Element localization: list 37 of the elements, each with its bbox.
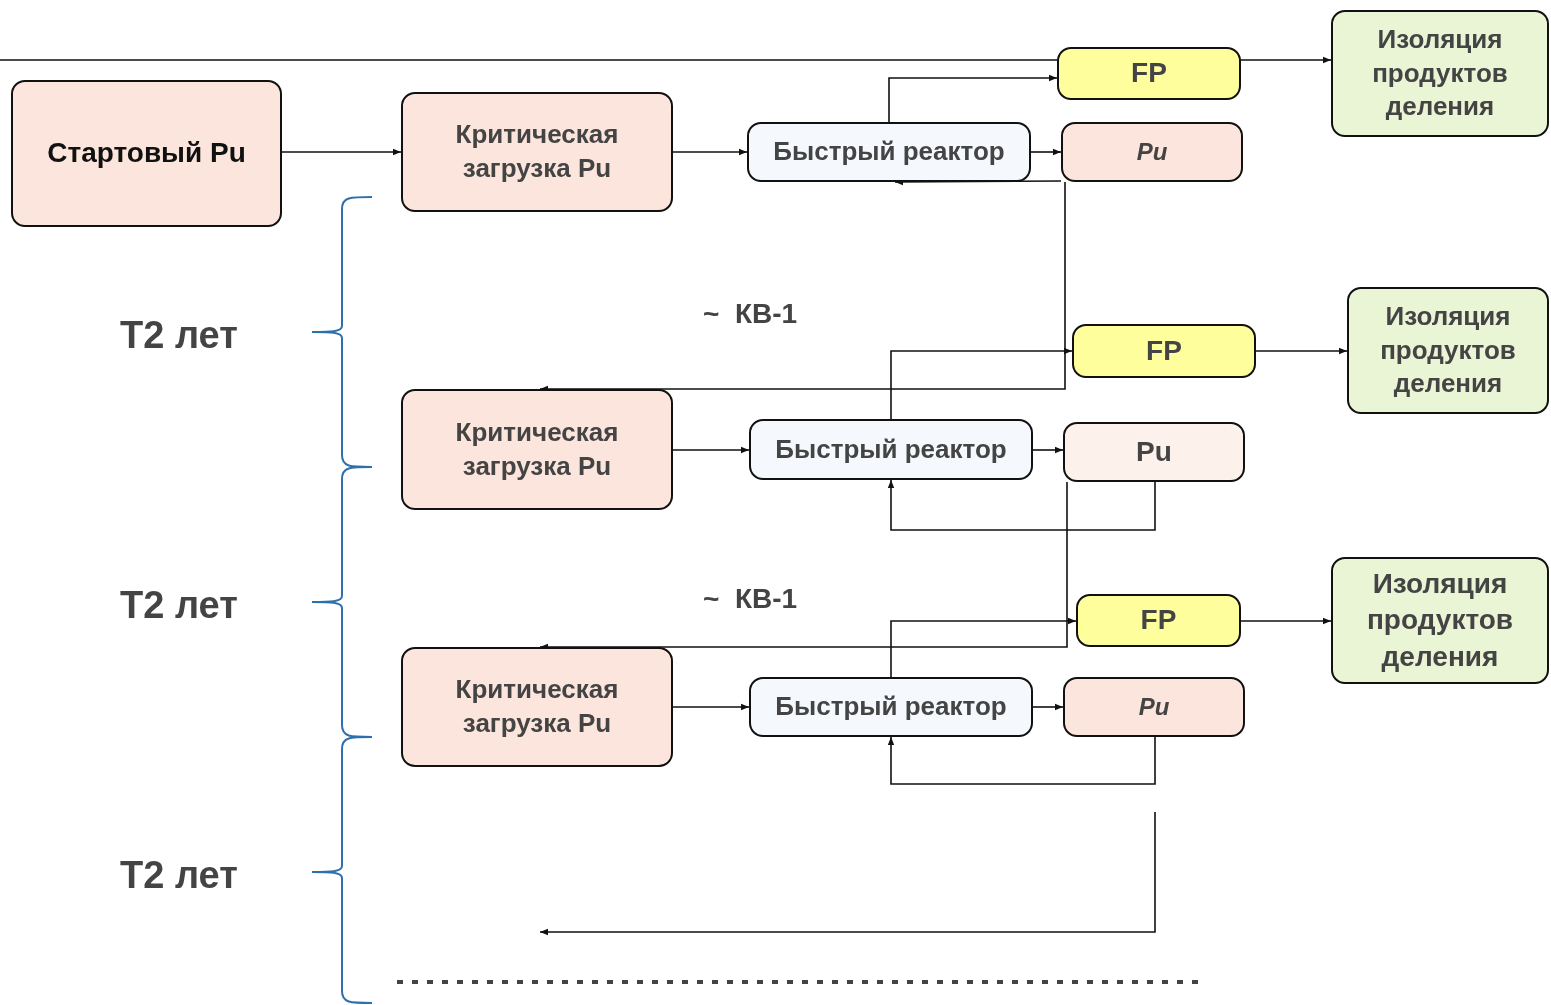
period-label: T2 лет bbox=[120, 854, 238, 897]
arrow bbox=[887, 736, 1156, 785]
arrow bbox=[1032, 703, 1064, 711]
process-box: Критическая загрузка Pu bbox=[401, 647, 673, 767]
product-box: FP bbox=[1076, 594, 1241, 647]
process-box: Изоляция продуктов деления bbox=[1331, 557, 1549, 684]
process-box: Критическая загрузка Pu bbox=[401, 389, 673, 510]
arrow bbox=[887, 479, 1156, 531]
arrow bbox=[281, 148, 402, 156]
product-box: FP bbox=[1057, 47, 1241, 100]
ratio-label: ~ КВ-1 bbox=[703, 583, 798, 615]
period-label: T2 лет bbox=[120, 314, 238, 357]
arrow bbox=[888, 74, 1058, 123]
arrow bbox=[890, 347, 1073, 420]
arrow bbox=[1030, 148, 1062, 156]
reactor-box: Быстрый реактор bbox=[747, 122, 1031, 182]
arrow bbox=[672, 703, 750, 711]
product-box: Pu bbox=[1063, 677, 1245, 737]
ratio-label: ~ КВ-1 bbox=[703, 298, 798, 330]
product-box: Pu bbox=[1063, 422, 1245, 482]
process-box: Изоляция продуктов деления bbox=[1331, 10, 1549, 137]
arrow bbox=[672, 446, 750, 454]
arrow bbox=[672, 148, 748, 156]
period-label: T2 лет bbox=[120, 584, 238, 627]
arrow bbox=[539, 481, 1068, 651]
reactor-box: Быстрый реактор bbox=[749, 419, 1033, 480]
arrow bbox=[1032, 446, 1064, 454]
process-box: Критическая загрузка Pu bbox=[401, 92, 673, 212]
arrow bbox=[890, 617, 1077, 678]
arrow bbox=[1240, 617, 1332, 625]
product-box: FP bbox=[1072, 324, 1256, 378]
reactor-box: Быстрый реактор bbox=[749, 677, 1033, 737]
arrow bbox=[539, 181, 1066, 393]
product-box: Pu bbox=[1061, 122, 1243, 182]
start-box: Стартовый Pu bbox=[11, 80, 282, 227]
arrow bbox=[1255, 347, 1348, 355]
process-box: Изоляция продуктов деления bbox=[1347, 287, 1549, 414]
